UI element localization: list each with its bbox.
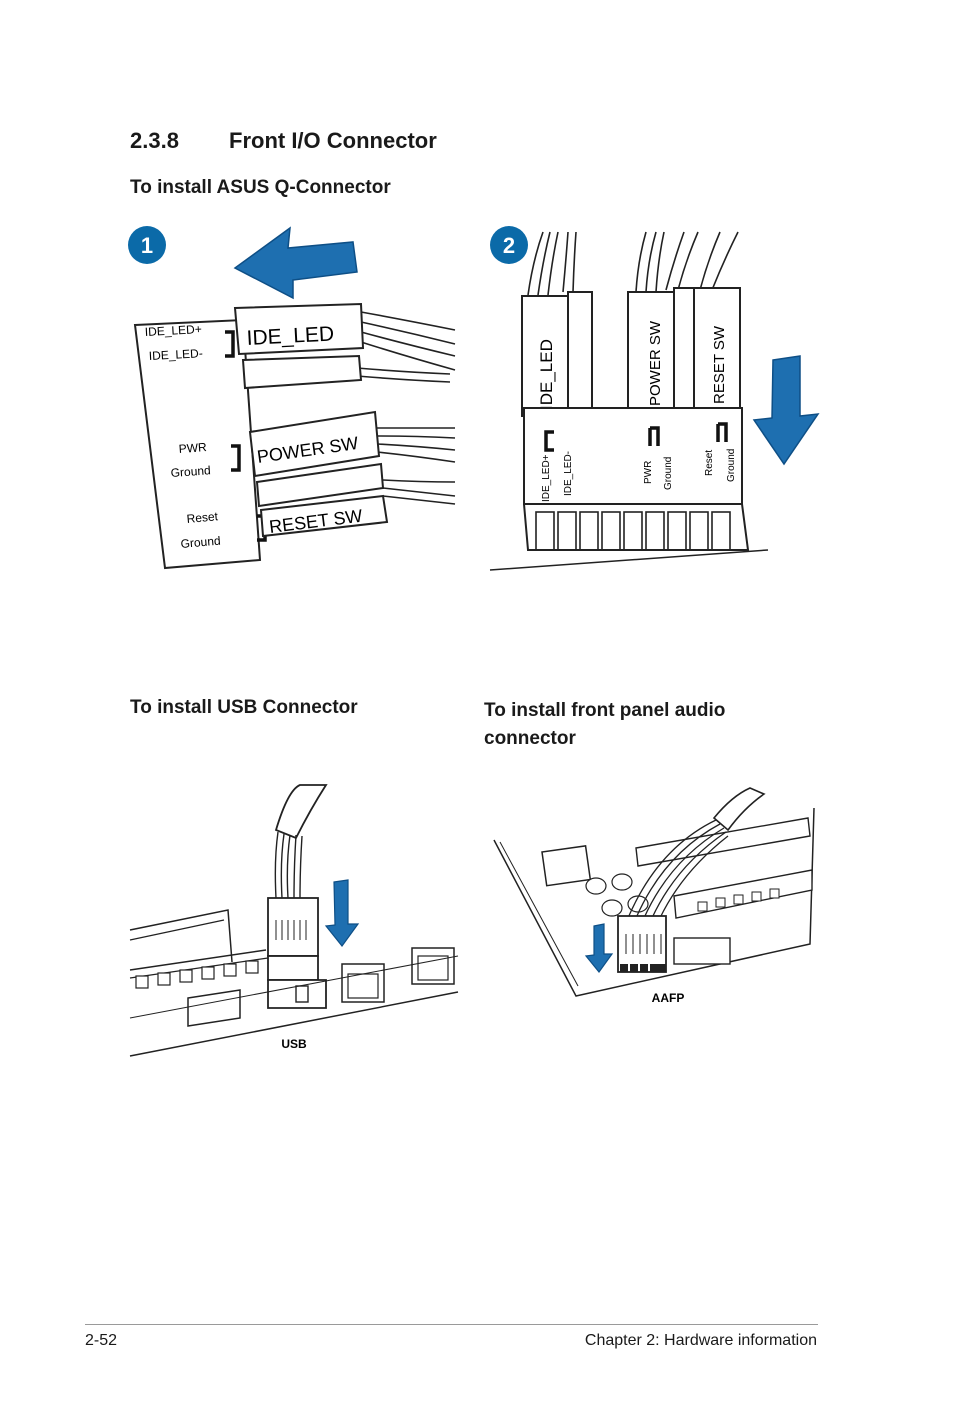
step-badge-2: 2 xyxy=(490,226,528,264)
fig1-pin-label: IDE_LED+ xyxy=(144,322,202,339)
fig1-pin-label: Reset xyxy=(186,509,219,526)
fig2-pin-label: Ground xyxy=(726,449,737,482)
plug-reset-sw xyxy=(693,287,741,417)
arrow-left-icon xyxy=(233,226,358,300)
heading-qconnector: To install ASUS Q-Connector xyxy=(130,177,391,198)
chapter-title: Chapter 2: Hardware information xyxy=(584,1332,817,1349)
qconnector-body xyxy=(523,407,743,505)
usb-header-label: USB xyxy=(281,1037,307,1051)
arrow-down-icon xyxy=(752,355,820,466)
section-number: 2.3.8 xyxy=(130,128,179,153)
section-title: Front I/O Connector xyxy=(229,128,437,153)
page-number: 2-52 xyxy=(85,1332,118,1349)
step-number-1: 1 xyxy=(141,233,153,258)
heading-usb: To install USB Connector xyxy=(130,697,358,718)
heading-audio-line1: To install front panel audio xyxy=(484,700,726,721)
usb-connector-figure: USB xyxy=(129,784,459,1057)
qconnector-step1-figure: 1 IDE_LED+ IDE_LED- PWR Ground Reset Gro… xyxy=(128,226,456,570)
fig2-pin-label: Reset xyxy=(704,450,715,476)
heading-audio-line2: connector xyxy=(484,728,576,749)
fig2-pin-label: PWR xyxy=(643,461,654,484)
fig2-pin-label: IDE_LED- xyxy=(563,451,574,496)
arrow-down-icon xyxy=(324,879,360,947)
plug-power-sw xyxy=(248,410,381,478)
audio-connector-figure: AAFP xyxy=(493,787,815,1005)
fig1-pin-label: PWR xyxy=(178,440,207,456)
fig1-plug-label: IDE_LED xyxy=(246,322,335,350)
qconnector-step2-figure: 2 IDE_LED POWER SW RESET SW IDE_LED+ IDE… xyxy=(489,226,820,571)
aafp-header-label: AAFP xyxy=(652,991,685,1005)
qconnector-body xyxy=(133,318,262,570)
arrow-down-icon xyxy=(584,923,614,973)
plug-reset-sw xyxy=(259,494,389,538)
aafp-plug xyxy=(617,915,667,973)
fig2-plug-label: POWER SW xyxy=(647,320,664,406)
fig2-pin-label: Ground xyxy=(663,457,674,490)
step-badge-1: 1 xyxy=(128,226,166,264)
plug-ide-led xyxy=(233,302,365,356)
fig1-pin-label: Ground xyxy=(170,463,211,480)
fig2-pin-label: IDE_LED+ xyxy=(541,454,552,502)
fig2-plug-label: RESET SW xyxy=(711,325,728,404)
fig1-pin-label: IDE_LED- xyxy=(148,346,203,363)
fig2-plug-label: IDE_LED xyxy=(537,339,556,410)
header-pins xyxy=(535,511,731,551)
step-number-2: 2 xyxy=(503,233,515,258)
fig1-pin-label: Ground xyxy=(180,534,221,551)
footer-divider xyxy=(85,1324,818,1325)
plug-power-sw xyxy=(627,291,675,417)
plug-ide-led xyxy=(521,295,569,417)
